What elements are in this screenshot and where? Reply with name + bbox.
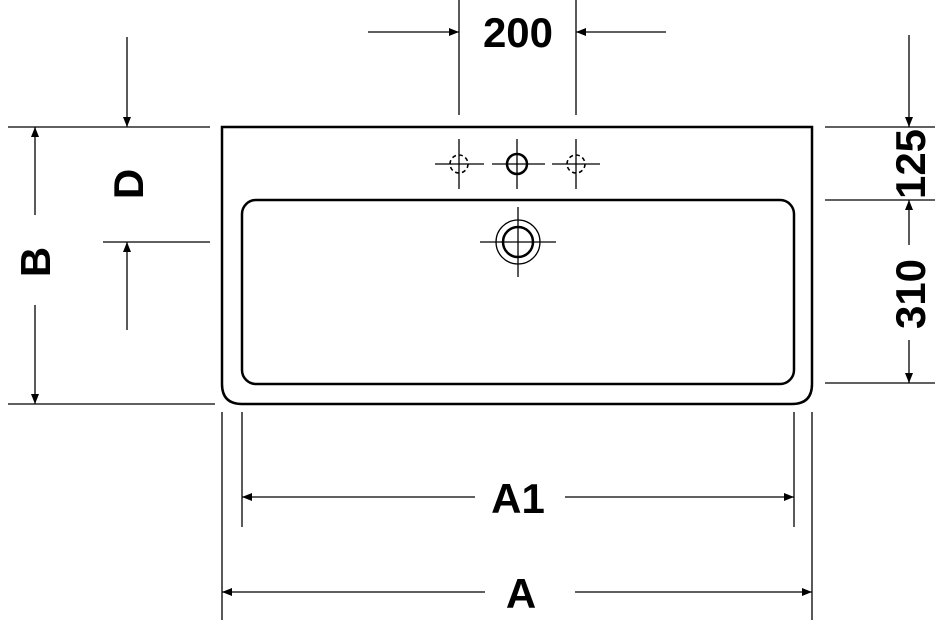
label-200: 200 xyxy=(483,9,553,56)
bowl-outline xyxy=(240,198,796,386)
tap-hole-right xyxy=(552,139,600,189)
label-A: A xyxy=(506,570,536,617)
label-D: D xyxy=(105,169,152,199)
label-125: 125 xyxy=(887,129,934,199)
dimension-200: 200 xyxy=(368,0,666,115)
dimension-125-310: 125 310 xyxy=(825,35,935,384)
dimension-A: A xyxy=(221,412,813,620)
label-A1: A1 xyxy=(491,475,545,522)
basin-outline xyxy=(220,125,814,406)
tap-hole-center xyxy=(492,139,545,189)
label-B: B xyxy=(12,247,59,277)
drain-hole xyxy=(480,207,556,277)
tap-hole-left xyxy=(435,139,484,189)
dimension-A1: A1 xyxy=(241,412,795,527)
label-310: 310 xyxy=(887,259,934,329)
dimension-B: B xyxy=(8,126,215,405)
dimension-D: D xyxy=(103,37,210,330)
